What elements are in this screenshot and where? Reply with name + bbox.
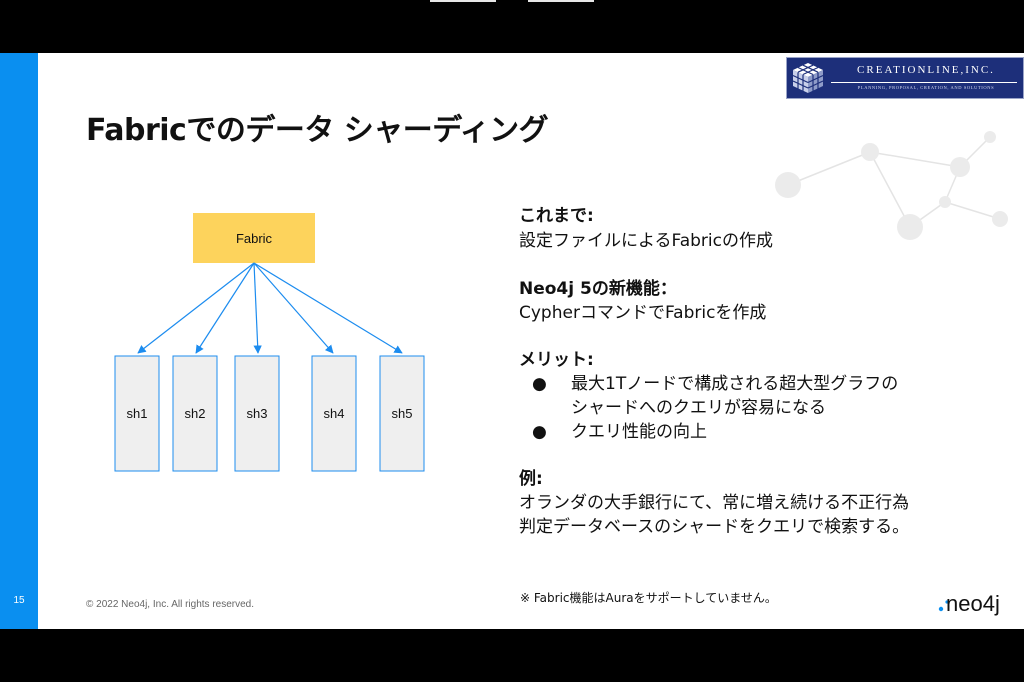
merit-item-line: クエリ性能の向上 [571, 422, 707, 442]
slide-number: 15 [13, 595, 25, 606]
slide-title: Fabricでのデータ シャーディング [86, 113, 549, 148]
network-decoration [775, 131, 1008, 240]
example-text-line: オランダの大手銀行にて、常に増え続ける不正行為 [519, 493, 910, 513]
bullet-dot: ● [532, 374, 547, 394]
shard-node [172, 355, 218, 472]
fabric-node [193, 213, 315, 263]
footnote: ※ Fabric機能はAuraをサポートしていません。 [520, 591, 777, 605]
window-tab-indicator [430, 0, 496, 2]
before-text: 設定ファイルによるFabricの作成 [519, 231, 773, 251]
sharding-diagram: Fabric sh1 sh2 sh3 sh4 sh5 [114, 213, 425, 472]
logo-divider [831, 82, 1017, 83]
new-feature-text: CypherコマンドでFabricを作成 [519, 303, 767, 323]
link-arrow [253, 262, 262, 354]
example-text-line: 判定データベースのシャードをクエリで検索する。 [519, 517, 910, 537]
creationline-logo: CREATIONLINE,INC. PLANNING, PROPOSAL, CR… [786, 57, 1024, 99]
fabric-node-label: Fabric [236, 231, 273, 246]
before-heading: これまで: [519, 206, 594, 226]
bullet-dot: ● [532, 422, 547, 442]
shard-label: sh2 [185, 406, 206, 421]
logo-tagline: PLANNING, PROPOSAL, CREATION, AND SOLUTI… [857, 85, 995, 90]
shard-label: sh4 [324, 406, 345, 421]
shard-label: sh5 [392, 406, 413, 421]
neo4j-logo: neo4j [946, 591, 1000, 616]
merit-item-line: シャードへのクエリが容易になる [571, 398, 826, 418]
shard-node [311, 355, 357, 472]
presentation-slide: 15 Fabricでのデータ シャーディング CREATIONLI [0, 53, 1024, 629]
new-feature-heading: Neo4j 5の新機能： [519, 279, 677, 299]
copyright-notice: © 2022 Neo4j, Inc. All rights reserved. [86, 599, 255, 610]
shard-node [114, 355, 160, 472]
merit-heading: メリット: [519, 350, 594, 370]
example-heading: 例: [519, 469, 543, 489]
link-arrow [195, 262, 255, 354]
shard-label: sh1 [127, 406, 148, 421]
logo-name: CREATIONLINE,INC. [857, 64, 995, 76]
shard-node [379, 355, 425, 472]
merit-item-line: 最大1Tノードで構成される超大型グラフの [571, 374, 899, 394]
accent-strip [0, 53, 38, 629]
shard-node [234, 355, 280, 472]
window-tab-indicator [528, 0, 594, 2]
link-arrow [253, 262, 403, 354]
link-arrow [253, 262, 334, 354]
link-arrow [137, 262, 255, 354]
cube-icon [792, 63, 824, 93]
shard-label: sh3 [247, 406, 268, 421]
neo4j-mark-icon [938, 600, 949, 612]
